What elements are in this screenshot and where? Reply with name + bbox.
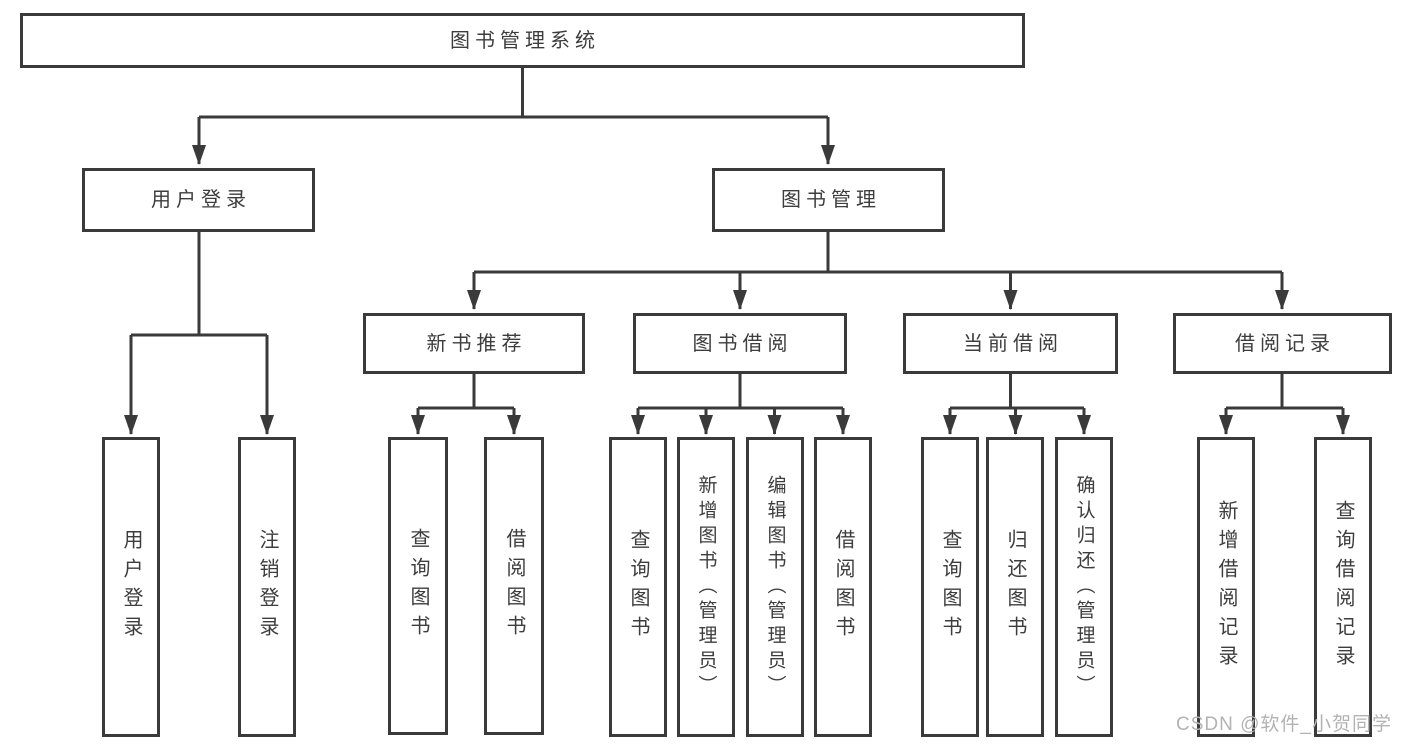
leaf-user-login: 用户登录 (102, 437, 160, 737)
leaf-cb-confirm-return: 确认归还（管理员） (1055, 437, 1113, 737)
node-user-login-label: 用户登录 (151, 189, 251, 211)
node-book-borrowing-label: 图书借阅 (692, 332, 793, 355)
node-root: 图书管理系统 (20, 13, 1025, 68)
leaf-bb-add-books-label: 新增图书（管理员） (695, 474, 717, 700)
leaf-logout: 注销登录 (238, 437, 296, 737)
csdn-watermark: CSDN @软件_小贺同学 (1176, 714, 1392, 735)
leaf-bb-borrow-books-label: 借阅图书 (832, 529, 854, 645)
node-root-label: 图书管理系统 (450, 29, 600, 52)
leaf-user-login-label: 用户登录 (120, 529, 142, 645)
leaf-bb-add-books: 新增图书（管理员） (677, 437, 735, 737)
leaf-cb-query-books-label: 查询图书 (939, 529, 961, 645)
leaf-br-add-record: 新增借阅记录 (1197, 437, 1255, 737)
leaf-br-query-record: 查询借阅记录 (1314, 437, 1372, 737)
leaf-br-query-record-label: 查询借阅记录 (1332, 500, 1354, 674)
node-book-management: 图书管理 (712, 168, 945, 232)
node-current-borrowing-label: 当前借阅 (963, 332, 1063, 355)
leaf-bb-borrow-books: 借阅图书 (814, 437, 872, 737)
node-borrowing-records: 借阅记录 (1173, 313, 1392, 374)
node-new-book-recommend: 新书推荐 (363, 313, 585, 374)
leaf-bb-edit-books-label: 编辑图书（管理员） (764, 474, 786, 700)
leaf-bb-query-books: 查询图书 (609, 437, 667, 737)
node-new-book-recommend-label: 新书推荐 (426, 332, 527, 355)
leaf-nb-borrow-books-label: 借阅图书 (503, 528, 525, 644)
node-borrowing-records-label: 借阅记录 (1235, 332, 1335, 355)
node-book-management-label: 图书管理 (781, 189, 881, 211)
node-book-borrowing: 图书借阅 (633, 313, 847, 374)
leaf-cb-query-books: 查询图书 (921, 437, 979, 737)
leaf-nb-query-books-label: 查询图书 (407, 528, 429, 644)
leaf-nb-borrow-books: 借阅图书 (484, 437, 544, 735)
leaf-logout-label: 注销登录 (256, 529, 278, 645)
leaf-br-add-record-label: 新增借阅记录 (1215, 500, 1237, 674)
leaf-nb-query-books: 查询图书 (388, 437, 448, 735)
leaf-cb-return-books: 归还图书 (986, 437, 1044, 737)
leaf-bb-edit-books: 编辑图书（管理员） (746, 437, 804, 737)
leaf-bb-query-books-label: 查询图书 (627, 529, 649, 645)
leaf-cb-confirm-return-label: 确认归还（管理员） (1073, 474, 1095, 700)
node-current-borrowing: 当前借阅 (903, 313, 1118, 374)
leaf-cb-return-books-label: 归还图书 (1004, 529, 1026, 645)
node-user-login: 用户登录 (82, 168, 315, 232)
